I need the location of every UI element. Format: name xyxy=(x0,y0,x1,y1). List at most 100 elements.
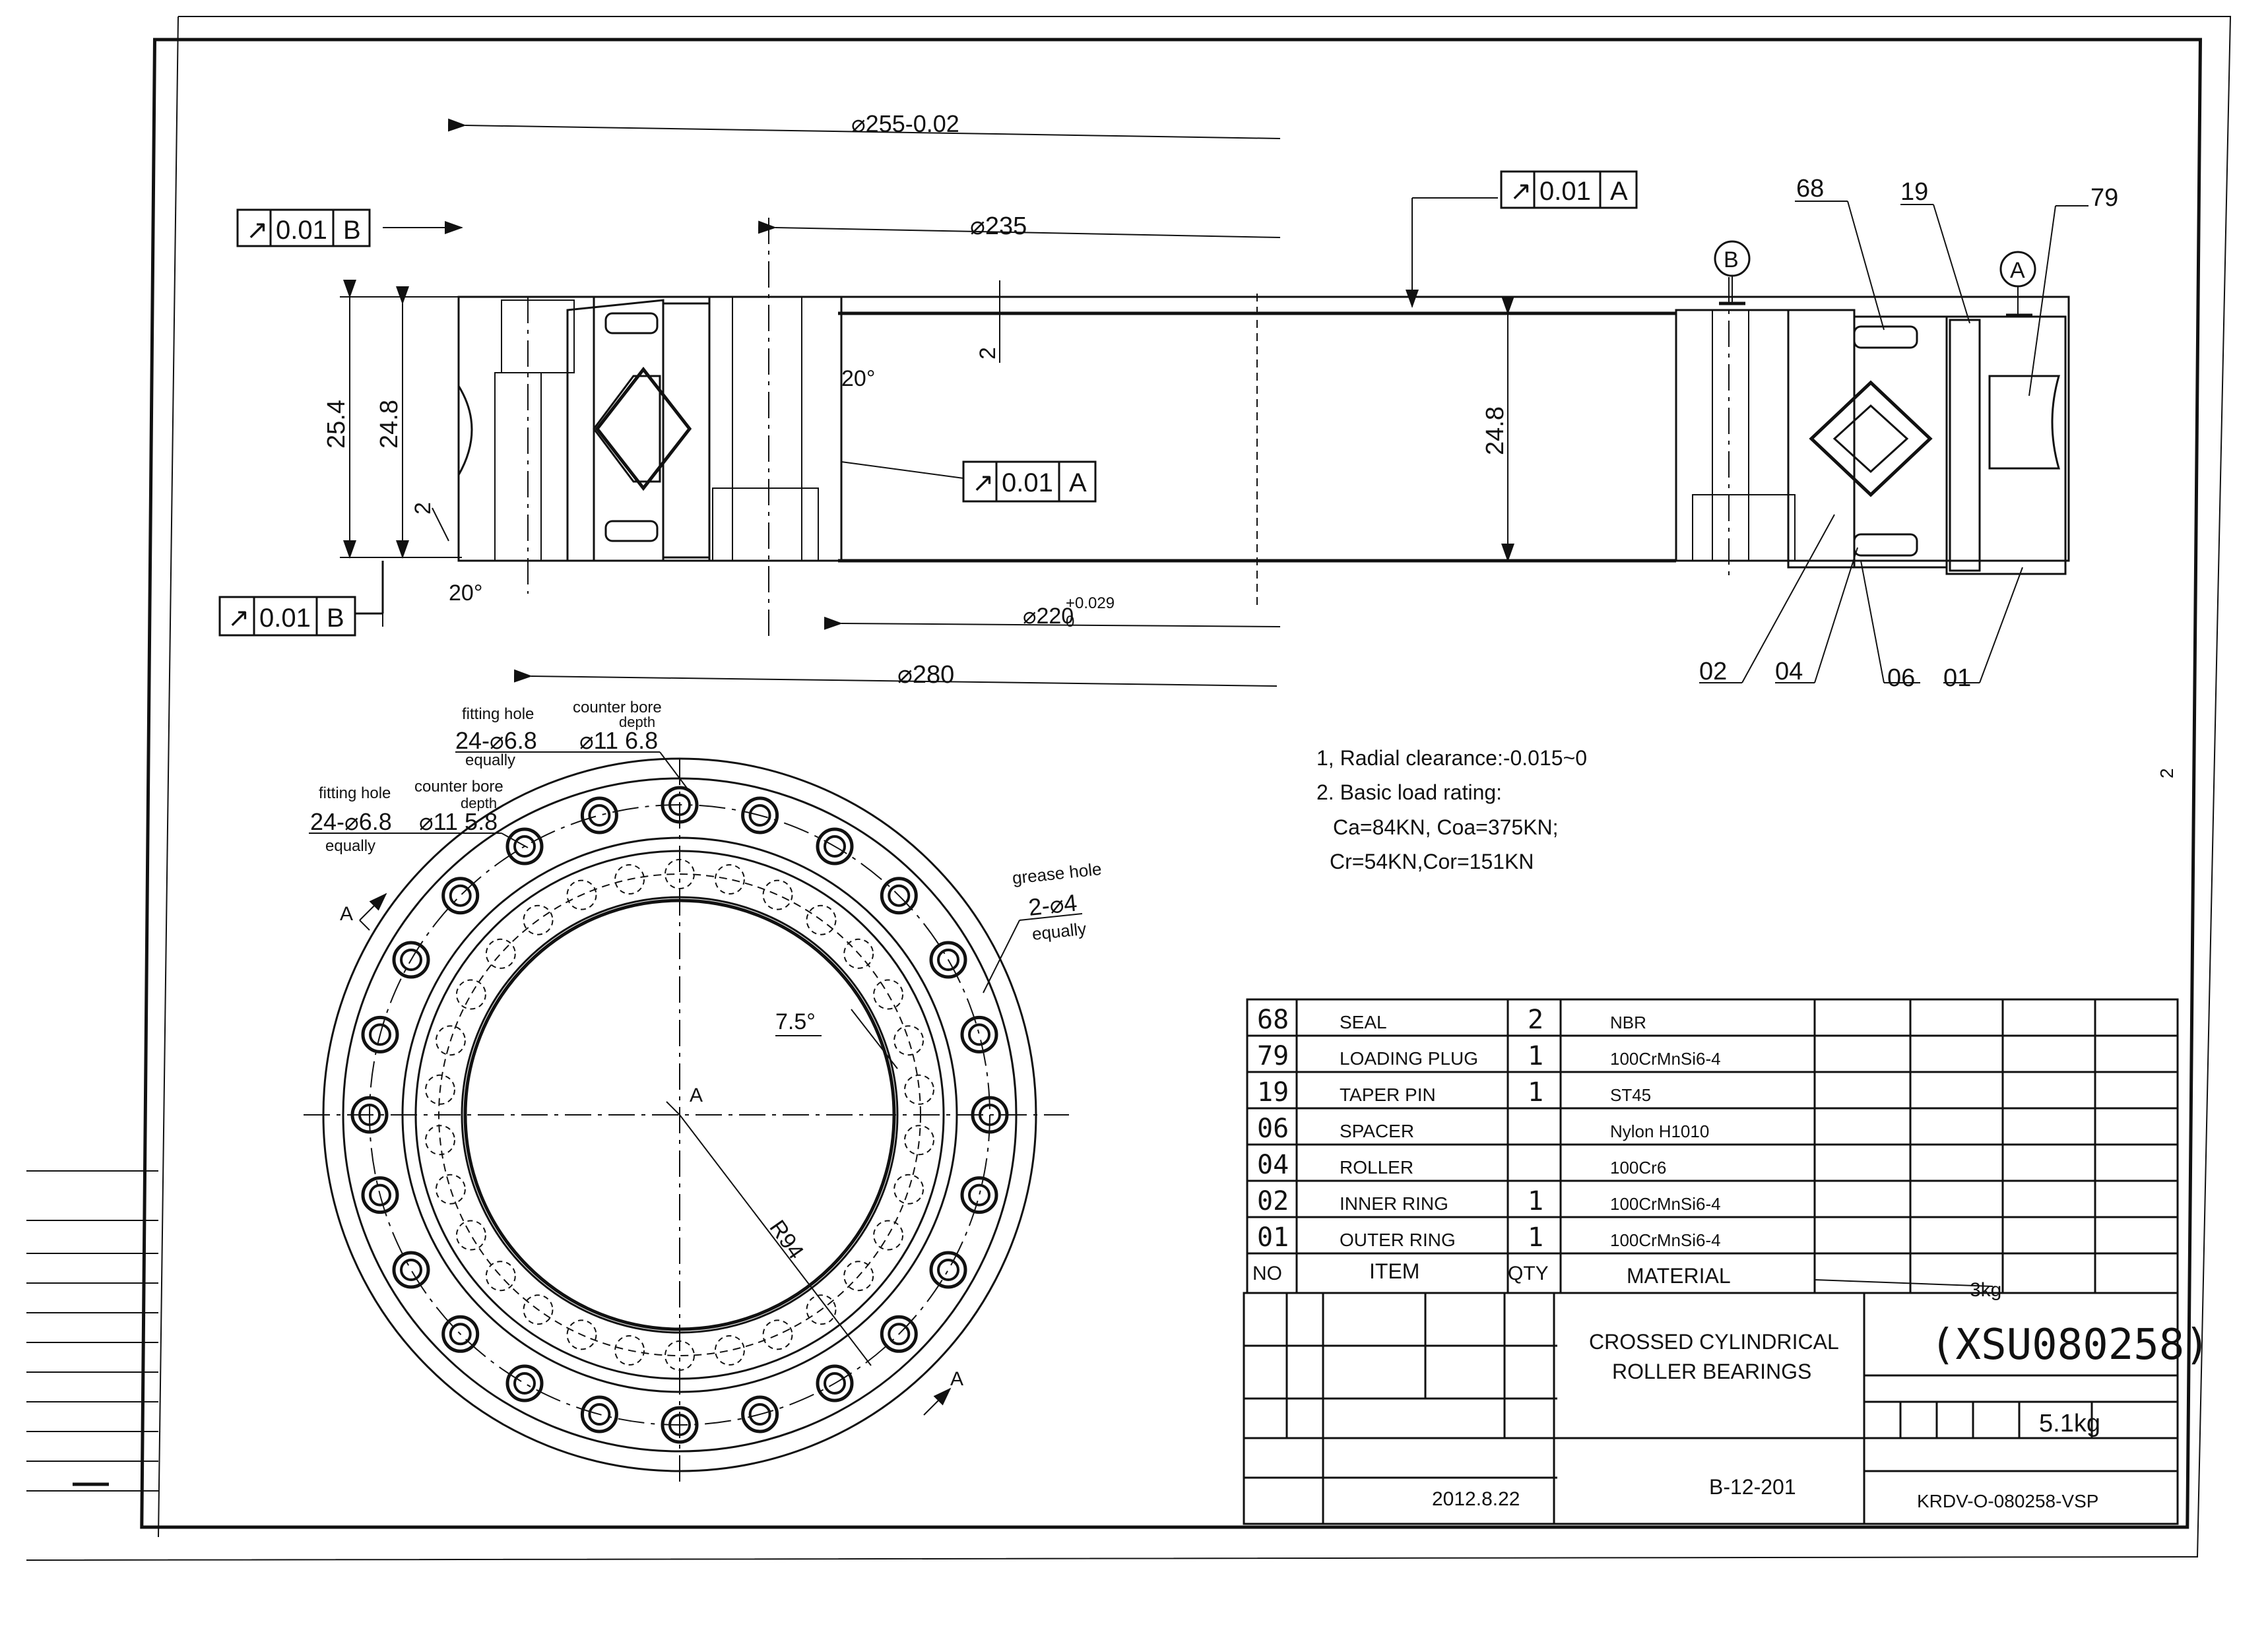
weight-note: 3kg xyxy=(1970,1279,2001,1301)
roller-mark xyxy=(893,1174,924,1205)
part-label-68: 68 xyxy=(1796,175,1824,203)
bom-no: 04 xyxy=(1257,1150,1289,1180)
bolt-hole xyxy=(358,1104,381,1126)
tol-value-1: 0.01 xyxy=(276,216,327,245)
roller-mark xyxy=(904,1074,934,1105)
bom-no: 79 xyxy=(1257,1041,1289,1071)
bolt-hole xyxy=(929,941,967,979)
bolt-hole xyxy=(361,1015,399,1054)
roller-mark xyxy=(714,1335,745,1366)
bom-material: 100CrMnSi6-4 xyxy=(1610,1194,1721,1214)
roller-mark xyxy=(873,1220,904,1251)
section-a-bottom: A xyxy=(950,1368,963,1390)
tol-datum-1: B xyxy=(343,216,361,245)
part-leaders: 68 19 79 02 04 06 01 xyxy=(1699,175,2118,692)
roller-marks xyxy=(425,859,934,1371)
part-label-01: 01 xyxy=(1943,664,1971,692)
bolt-hole xyxy=(580,796,618,834)
counterbore-2-title: counter bore xyxy=(414,778,503,796)
angle-7-5: 7.5° xyxy=(775,1009,816,1034)
roller-mark xyxy=(485,1261,516,1292)
bolt-hole xyxy=(937,1259,959,1281)
bolt-holes xyxy=(350,786,1009,1444)
bolt-hole xyxy=(400,949,422,971)
roller-mark xyxy=(843,938,874,969)
dim-h25-4: 25.4 xyxy=(323,400,350,449)
revision-margin xyxy=(26,1170,158,1492)
bolt-hole xyxy=(668,1414,691,1436)
bolt-hole xyxy=(392,1251,430,1289)
bolt-hole xyxy=(816,827,854,865)
part-label-04: 04 xyxy=(1775,658,1803,685)
fitting-hole-2-note: equally xyxy=(325,837,375,855)
bom-item: OUTER RING xyxy=(1340,1230,1456,1250)
roller-mark xyxy=(843,1261,874,1292)
bolt-hole xyxy=(588,804,611,827)
bom-material: 100CrMnSi6-4 xyxy=(1610,1049,1721,1069)
tolerance-frame-b-bottom: ↗ 0.01 B xyxy=(218,561,384,637)
roller-mark xyxy=(566,1319,597,1350)
part-label-19: 19 xyxy=(1900,178,1928,206)
bom-header-material: MATERIAL xyxy=(1627,1264,1731,1288)
plan-view: A A A fitting hole 24-⌀6.8 equally count… xyxy=(304,699,1103,1484)
datum-a-marker: A xyxy=(1999,251,2036,317)
roller-mark xyxy=(762,879,793,910)
dim-d255: ⌀255-0.02 xyxy=(851,110,959,137)
counterbore-2-spec: ⌀11 5.8 xyxy=(419,808,498,835)
bom-header-no: NO xyxy=(1252,1263,1282,1284)
dim-2-mid: 2 xyxy=(975,347,1000,360)
counterbore-2-sub: depth xyxy=(461,795,497,811)
tol-symbol-3: ↗ xyxy=(972,468,994,497)
roller-mark xyxy=(435,1174,466,1205)
bolt-hole xyxy=(824,835,846,858)
roller-mark xyxy=(904,1125,934,1156)
dim-d220: ⌀220 xyxy=(1023,604,1074,629)
fitting-hole-1-note: equally xyxy=(465,751,515,769)
bom-item: LOADING PLUG xyxy=(1340,1048,1478,1069)
dim-2-left: 2 xyxy=(410,502,436,515)
bolt-hole xyxy=(513,835,536,858)
bolt-hole xyxy=(505,1364,544,1402)
bolt-hole xyxy=(661,1406,699,1444)
tol-value-4: 0.01 xyxy=(259,604,311,633)
roller-mark xyxy=(425,1125,455,1156)
bom-qty: 1 xyxy=(1528,1041,1543,1071)
bolt-hole xyxy=(580,1395,618,1433)
note-line-3: Ca=84KN, Coa=375KN; xyxy=(1333,815,1559,839)
roller-mark xyxy=(664,1340,695,1371)
bom-qty: 2 xyxy=(1528,1005,1543,1035)
fitting-hole-1-spec: 24-⌀6.8 xyxy=(455,727,537,754)
bolt-hole xyxy=(971,1096,1009,1134)
bom-material: ST45 xyxy=(1610,1085,1651,1105)
part-number: (XSU080258) xyxy=(1930,1321,2210,1369)
bom-material: NBR xyxy=(1610,1013,1646,1032)
technical-notes: 1, Radial clearance:-0.015~0 2. Basic lo… xyxy=(1316,746,2177,873)
title-line-1: CROSSED CYLINDRICAL xyxy=(1589,1330,1839,1354)
roller-mark xyxy=(425,1074,455,1105)
counterbore-1-sub: depth xyxy=(619,714,655,730)
grease-hole-note: equally xyxy=(1031,919,1087,944)
weight-value: 5.1kg xyxy=(2039,1410,2100,1437)
drawing-number: B-12-201 xyxy=(1709,1475,1796,1499)
bom-header-item: ITEM xyxy=(1369,1259,1419,1283)
note-line-2: 2. Basic load rating: xyxy=(1316,780,1502,804)
bom-no: 68 xyxy=(1257,1005,1289,1035)
bolt-hole xyxy=(741,1395,779,1433)
roller-mark xyxy=(614,864,645,895)
note-line-4: Cr=54KN,Cor=151KN xyxy=(1330,850,1534,873)
roller-mark xyxy=(566,879,597,910)
title-block: CROSSED CYLINDRICAL ROLLER BEARINGS (XSU… xyxy=(1243,1279,2210,1525)
bom-no: 19 xyxy=(1257,1077,1289,1108)
bolt-hole xyxy=(960,1176,998,1214)
margin-mark: 2 xyxy=(2156,768,2177,778)
bolt-hole xyxy=(880,1315,918,1353)
fitting-hole-2-spec: 24-⌀6.8 xyxy=(310,808,392,835)
roller-mark xyxy=(664,859,695,889)
bolt-hole xyxy=(369,1183,391,1207)
tolerance-frame-a-top: ↗ 0.01 A xyxy=(1500,170,1638,209)
bom-no: 01 xyxy=(1257,1222,1289,1253)
dim-20deg-left: 20° xyxy=(449,581,482,606)
datum-b-marker: B xyxy=(1714,240,1751,305)
roller-mark xyxy=(893,1025,924,1056)
part-label-79: 79 xyxy=(2090,184,2118,212)
